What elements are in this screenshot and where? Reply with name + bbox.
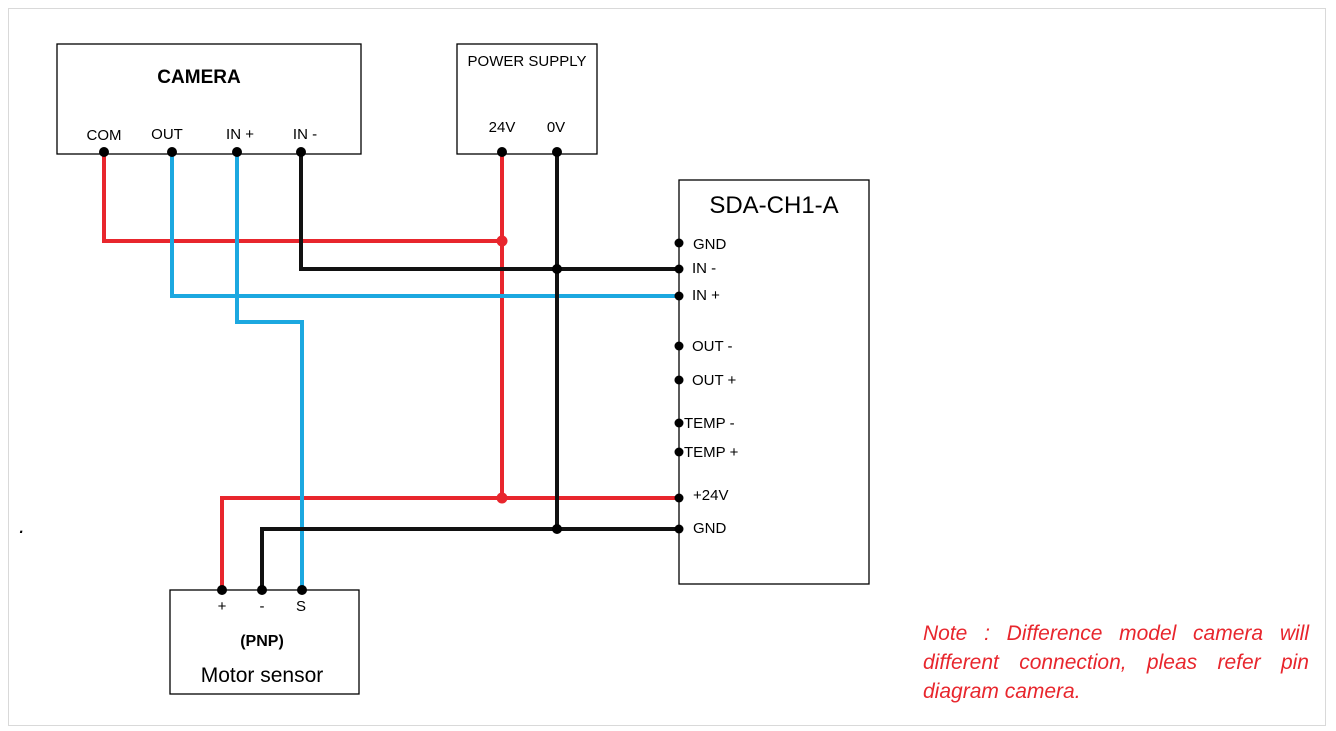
- junction-dot: [496, 492, 508, 504]
- controller-box: [678, 179, 870, 585]
- sensor-pin-plus: [217, 585, 227, 595]
- power-pin-0v: [552, 147, 562, 157]
- camera-pin-out: [167, 147, 177, 157]
- sensor-pin-minus: [257, 585, 267, 595]
- stray-mark: .: [19, 513, 26, 538]
- controller-pin-gnd-bottom-label: GND: [693, 520, 727, 537]
- controller-pin-in-minus-label: IN -: [692, 260, 716, 277]
- wire-gnd-to-controller-and-sensor: [260, 527, 679, 590]
- controller-pin-in-plus-label: IN +: [692, 287, 720, 304]
- wire-24v-to-controller-and-sensor: [220, 496, 679, 590]
- junction-dot: [552, 524, 562, 534]
- power-pin-0v-label: 0V: [547, 119, 565, 136]
- controller-pin-plus24-label: +24V: [693, 487, 728, 504]
- power-pin-24v: [497, 147, 507, 157]
- junction-dot: [552, 264, 562, 274]
- camera-pin-out-label: OUT: [151, 126, 183, 143]
- power-supply-box: [456, 43, 598, 155]
- controller-pin-in-plus: [674, 291, 684, 301]
- controller-pin-temp-minus: [674, 418, 684, 428]
- wire-camera-in-plus-to-sensor-s: [235, 152, 304, 590]
- camera-pin-com: [99, 147, 109, 157]
- sensor-pin-signal: [297, 585, 307, 595]
- motor-sensor-box: [169, 589, 360, 695]
- controller-pin-temp-plus-label: TEMP +: [684, 444, 739, 461]
- camera-pin-in-minus-label: IN -: [293, 126, 317, 143]
- junction-dot: [496, 235, 508, 247]
- controller-pin-out-plus: [674, 375, 684, 385]
- controller-pin-out-plus-label: OUT +: [692, 372, 737, 389]
- controller-pin-plus24: [674, 493, 684, 503]
- controller-pin-temp-minus-label: TEMP -: [684, 415, 735, 432]
- camera-pin-in-plus: [232, 147, 242, 157]
- note-text: Note : Difference model camera will diff…: [923, 622, 1309, 703]
- controller-pin-out-minus-label: OUT -: [692, 338, 733, 355]
- camera-pin-in-plus-label: IN +: [226, 126, 254, 143]
- controller-pin-temp-plus: [674, 447, 684, 457]
- camera-pin-in-minus: [296, 147, 306, 157]
- controller-pin-gnd-top: [674, 238, 684, 248]
- controller-title: SDA-CH1-A: [709, 192, 838, 219]
- wire-camera-out-to-controller-in-plus: [170, 152, 679, 298]
- sensor-pin-signal-label: S: [296, 598, 306, 615]
- power-supply-title: POWER SUPPLY: [468, 53, 587, 70]
- sensor-pin-minus-label: -: [260, 598, 265, 615]
- controller-pin-gnd-top-label: GND: [693, 236, 727, 253]
- sensor-pin-plus-label: +: [218, 598, 227, 615]
- camera-box: [56, 43, 362, 155]
- diagram-frame: [8, 8, 1326, 726]
- sensor-type-label: (PNP): [240, 633, 284, 650]
- wire-camera-in-minus-to-controller-in-minus: [299, 152, 679, 271]
- controller-pin-out-minus: [674, 341, 684, 351]
- wire-camera-com-to-24v: [102, 152, 502, 243]
- power-pin-24v-label: 24V: [489, 119, 516, 136]
- camera-title: CAMERA: [157, 67, 241, 88]
- camera-pin-com-label: COM: [87, 127, 122, 144]
- controller-pin-gnd-bottom: [674, 524, 684, 534]
- sensor-title: Motor sensor: [201, 664, 324, 687]
- controller-pin-in-minus: [674, 264, 684, 274]
